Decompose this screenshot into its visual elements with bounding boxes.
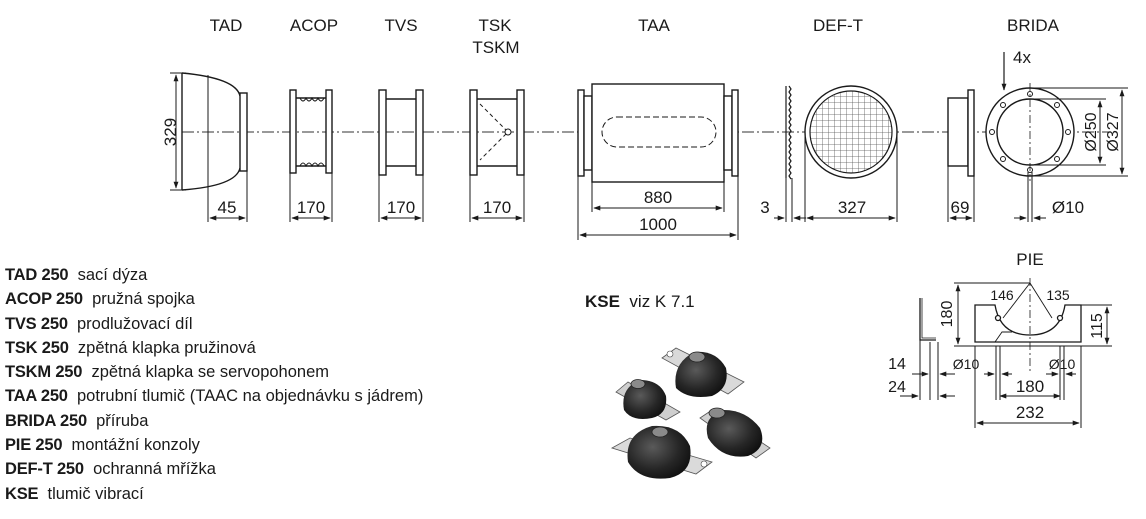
dim-329 bbox=[170, 72, 186, 191]
dim-acop-label: 170 bbox=[297, 198, 325, 217]
header-brida: BRIDA bbox=[1007, 16, 1060, 35]
header-tsk: TSK bbox=[478, 16, 512, 35]
legend-row: TAA 250 potrubní tlumič (TAAC na objedná… bbox=[5, 384, 565, 408]
pie-d14-label: 14 bbox=[888, 356, 906, 373]
dim-d250-label: Ø250 bbox=[1083, 112, 1100, 151]
brida-flange-front bbox=[985, 83, 1075, 181]
legend-row: TSKM 250 zpětná klapka se servopohonem bbox=[5, 360, 565, 384]
legend-description: zpětná klapka se servopohonem bbox=[91, 363, 330, 382]
brida-side-view bbox=[947, 89, 975, 177]
pie-a146-label: 146 bbox=[990, 287, 1014, 303]
kse-reference: KSE viz K 7.1 bbox=[585, 292, 695, 312]
header-acop: ACOP bbox=[290, 16, 338, 35]
component-headers: TAD ACOP TVS TSK TSKM TAA DEF-T BRIDA bbox=[210, 16, 1060, 57]
header-tskm: TSKM bbox=[472, 38, 519, 57]
legend-description: ochranná mřížka bbox=[93, 460, 216, 479]
pie-bracket-side bbox=[919, 298, 936, 341]
dim-deft-dia-label: 327 bbox=[838, 198, 866, 217]
acop-connector bbox=[289, 89, 333, 174]
dim-tsk-label: 170 bbox=[483, 198, 511, 217]
dim-brida-diameters bbox=[1030, 87, 1128, 177]
pie-hole-left-label: Ø10 bbox=[953, 356, 980, 372]
legend-row: BRIDA 250 příruba bbox=[5, 409, 565, 433]
header-deft: DEF-T bbox=[813, 16, 863, 35]
legend-row: DEF-T 250 ochranná mřížka bbox=[5, 457, 565, 481]
legend-row: TAD 250 sací dýza bbox=[5, 263, 565, 287]
legend-code: TAA 250 bbox=[5, 387, 68, 406]
legend-description: prodlužovací díl bbox=[76, 314, 193, 333]
legend-description: sací dýza bbox=[77, 266, 148, 284]
legend-row: ACOP 250 pružná spojka bbox=[5, 287, 565, 311]
kse-damper-3 bbox=[699, 407, 771, 459]
kse-dampers-illustration bbox=[610, 347, 771, 479]
pie-w232-label: 232 bbox=[1016, 403, 1044, 422]
legend-code: BRIDA 250 bbox=[5, 411, 87, 430]
legend-row: PIE 250 montážní konzoly bbox=[5, 433, 565, 457]
dim-brida-hole-label: Ø10 bbox=[1052, 198, 1084, 217]
deft-side-view bbox=[785, 85, 792, 180]
deft-grille-front bbox=[804, 85, 898, 179]
pie-a135-label: 135 bbox=[1046, 287, 1070, 303]
bottom-dimension-lines bbox=[207, 132, 1046, 240]
kse-reference-code: KSE bbox=[585, 292, 620, 311]
dim-taa-inner-label: 880 bbox=[644, 188, 672, 207]
tsk-check-valve bbox=[469, 89, 525, 176]
legend-code: DEF-T 250 bbox=[5, 460, 84, 479]
legend-code: TAD 250 bbox=[5, 266, 69, 284]
pie-h115-label: 115 bbox=[1089, 313, 1106, 339]
legend-code: PIE 250 bbox=[5, 436, 63, 455]
legend-code: TSKM 250 bbox=[5, 363, 83, 382]
pie-bracket-front bbox=[974, 278, 1082, 374]
pie-dimension-lines bbox=[900, 282, 1112, 428]
legend-description: tlumič vibrací bbox=[47, 484, 144, 503]
legend-code: ACOP 250 bbox=[5, 290, 83, 309]
pie-d24-label: 24 bbox=[888, 379, 906, 396]
dim-tvs-label: 170 bbox=[387, 198, 415, 217]
legend-description: zpětná klapka pružinová bbox=[77, 338, 256, 357]
legend-row: TVS 250 prodlužovací díl bbox=[5, 312, 565, 336]
legend-description: potrubní tlumič (TAAC na objednávku s já… bbox=[76, 387, 424, 406]
pie-w180-label: 180 bbox=[1016, 377, 1044, 396]
dim-taa-total-label: 1000 bbox=[639, 215, 677, 234]
legend-row: TSK 250 zpětná klapka pružinová bbox=[5, 336, 565, 360]
legend-description: pružná spojka bbox=[92, 290, 195, 309]
pie-hole-right-label: Ø10 bbox=[1049, 356, 1076, 372]
tad-nozzle bbox=[181, 72, 248, 191]
brida-count-label: 4x bbox=[1013, 48, 1031, 67]
legend-code: KSE bbox=[5, 484, 39, 503]
bottom-dimension-labels: 45 170 170 170 880 1000 3 327 69 Ø10 bbox=[218, 188, 1085, 234]
pie-title: PIE bbox=[1016, 250, 1043, 269]
dim-deft-thick-label: 3 bbox=[760, 198, 769, 217]
kse-damper-2 bbox=[615, 379, 681, 421]
dim-brida-len-label: 69 bbox=[951, 198, 970, 217]
kse-damper-4 bbox=[610, 425, 713, 479]
dim-tad-label: 45 bbox=[218, 198, 237, 217]
legend-code: TVS 250 bbox=[5, 314, 68, 333]
header-tvs: TVS bbox=[384, 16, 417, 35]
legend-code: TSK 250 bbox=[5, 338, 69, 357]
legend-description: příruba bbox=[96, 411, 149, 430]
legend-row: KSE tlumič vibrací bbox=[5, 482, 565, 506]
header-taa: TAA bbox=[638, 16, 670, 35]
pie-h180-label: 180 bbox=[939, 301, 956, 328]
pie-dimension-labels: 180 146 135 115 14 24 Ø10 Ø10 180 232 bbox=[888, 287, 1106, 422]
dim-329-label: 329 bbox=[161, 118, 180, 146]
legend-description: montážní konzoly bbox=[71, 436, 200, 455]
tvs-extension bbox=[378, 89, 424, 176]
header-tad: TAD bbox=[210, 16, 243, 35]
taa-silencer bbox=[577, 83, 739, 183]
kse-reference-text: viz K 7.1 bbox=[629, 292, 695, 311]
kse-damper-1 bbox=[661, 347, 745, 397]
dim-d327-label: Ø327 bbox=[1105, 112, 1122, 151]
